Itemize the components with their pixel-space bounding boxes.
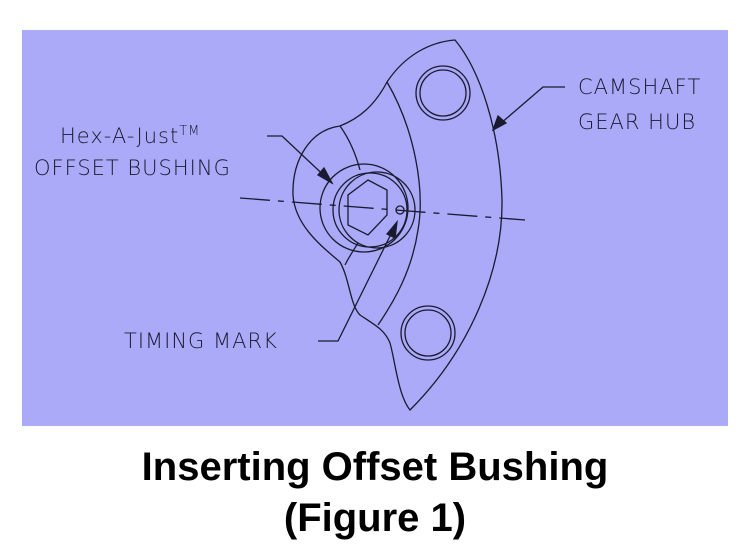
caption-line1: Inserting Offset Bushing	[141, 445, 609, 489]
centerline	[239, 197, 526, 221]
bushing-leader	[267, 135, 333, 184]
timing-leader	[318, 227, 395, 342]
hub-label-line1: CAMSHAFT	[578, 75, 702, 99]
bushing-outer	[319, 163, 409, 253]
bolt-hole-top	[415, 65, 471, 121]
small-hub-lower-arc	[344, 242, 359, 266]
timing-mark-label: TIMING MARK	[124, 329, 278, 353]
hub-inner-arc	[377, 81, 421, 326]
hub-outline	[292, 39, 503, 411]
caption-line2: (Figure 1)	[283, 496, 467, 540]
small-hub-arc	[339, 125, 361, 171]
hub-label-line2: GEAR HUB	[578, 110, 697, 134]
trademark: TM	[179, 124, 201, 139]
bushing-label: Hex-A-JustTM	[60, 124, 200, 148]
bushing-label-line2: OFFSET BUSHING	[34, 156, 231, 180]
bushing-hex	[347, 179, 388, 236]
bolt-hole-bottom	[400, 305, 456, 361]
hub-leader	[499, 86, 565, 125]
bushing-label-line1: Hex-A-Just	[60, 124, 180, 148]
